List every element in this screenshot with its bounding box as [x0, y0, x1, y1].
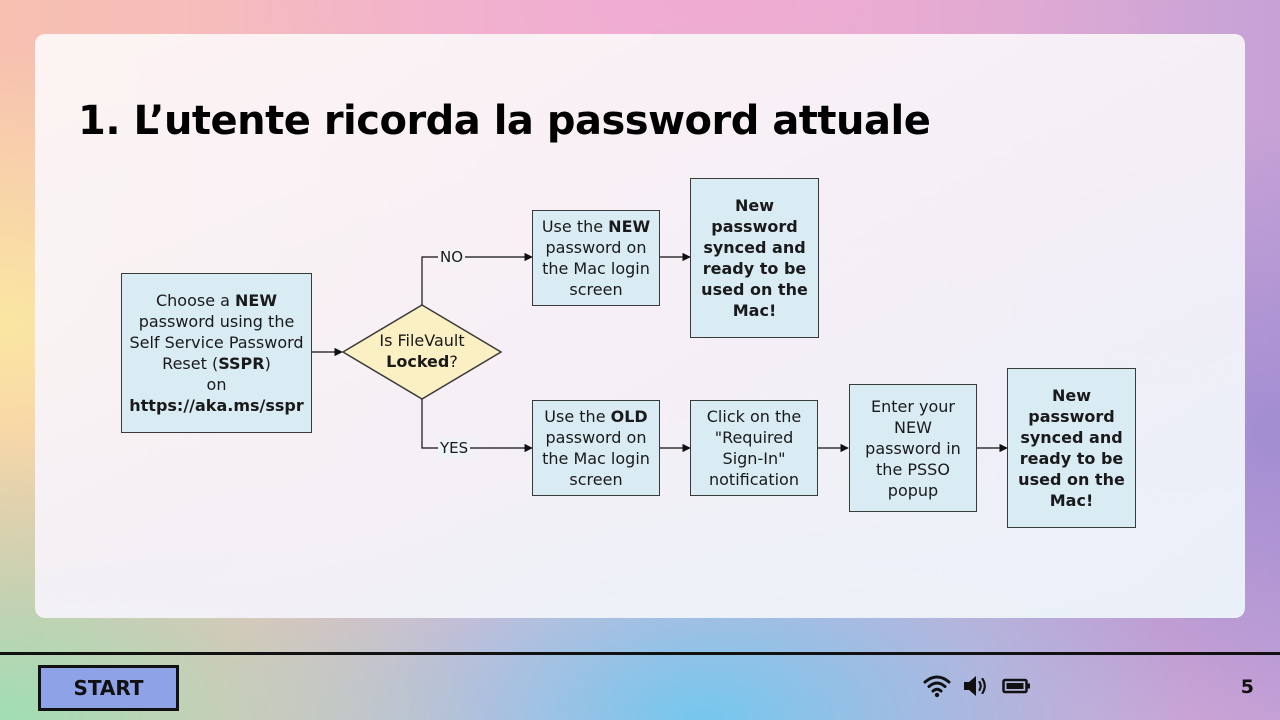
yes-result-line: synced and [1020, 428, 1123, 447]
yes-result-line: password [1028, 407, 1115, 426]
start-line4: Reset (SSPR) [129, 353, 304, 374]
click-line: notification [709, 470, 799, 489]
sspr-url: https://aka.ms/sspr [129, 396, 304, 415]
click-notification-box: Click on the "Required Sign-In" notifica… [690, 400, 818, 496]
no-branch-result-box: New password synced and ready to be used… [690, 178, 819, 338]
no-result-line: Mac! [732, 301, 777, 320]
use-old-password-box: Use the OLD password on the Mac login sc… [532, 400, 660, 496]
start-box: Choose a NEW password using the Self Ser… [121, 273, 312, 433]
click-line: Click on the [706, 407, 802, 426]
start-line1: Choose a NEW [129, 290, 304, 311]
use-new-pre: Use the [541, 217, 609, 236]
no-result-line: used on the [701, 280, 808, 299]
no-result-line: ready to be [702, 259, 807, 278]
yes-result-line: New [1051, 386, 1091, 405]
psso-line: NEW [894, 417, 932, 437]
start-line4-post: ) [264, 354, 271, 373]
start-line4-pre: Reset ( [162, 354, 219, 373]
use-new-line1: Use the NEW [542, 216, 650, 237]
decision-line1: Is FileVault [379, 331, 465, 350]
start-line1-bold: NEW [235, 291, 277, 310]
start-line6: https://aka.ms/sspr [129, 395, 304, 416]
yes-branch-result-box: New password synced and ready to be used… [1007, 368, 1136, 528]
use-old-pre: Use the [544, 407, 611, 426]
no-result-line: password [711, 217, 798, 236]
start-line1-pre: Choose a [155, 291, 236, 310]
psso-line: Enter your [870, 396, 955, 416]
connector-yes-branch [421, 399, 533, 453]
psso-line: the PSSO [876, 459, 950, 479]
use-new-bold: NEW [608, 217, 651, 236]
start-line5: on [206, 375, 227, 394]
psso-line: password in [865, 438, 961, 458]
decision-question-mark: ? [449, 352, 458, 371]
yes-result-line: Mac! [1049, 491, 1094, 510]
decision-text: Is FileVault Locked? [352, 330, 492, 372]
use-old-line1: Use the OLD [542, 406, 650, 427]
page-number: 5 [1240, 676, 1254, 698]
connector-no-branch [421, 252, 533, 305]
speaker-icon[interactable] [962, 674, 990, 698]
yes-result-line: used on the [1018, 470, 1125, 489]
wifi-icon[interactable] [923, 674, 951, 698]
use-old-line2: password on [545, 428, 647, 447]
battery-icon[interactable] [1002, 674, 1032, 698]
no-label: NO [438, 247, 466, 267]
decision-locked: Locked [386, 352, 450, 371]
enter-psso-box: Enter your NEW password in the PSSO popu… [849, 384, 977, 512]
click-line: "Required [714, 428, 794, 447]
no-result-line: synced and [703, 238, 806, 257]
start-line2: password using the [138, 312, 295, 331]
use-old-bold: OLD [610, 407, 648, 426]
start-button[interactable]: START [38, 665, 179, 711]
taskbar [0, 652, 1280, 720]
slide-title: 1. L’utente ricorda la password attuale [78, 98, 931, 144]
no-result-line: New [734, 196, 774, 215]
decision-line2: Locked? [352, 351, 492, 372]
use-old-line4: screen [569, 470, 623, 489]
click-line: Sign-In" [722, 449, 786, 468]
use-new-line3: the Mac login [542, 259, 650, 278]
psso-line: popup [887, 480, 939, 500]
yes-label: YES [438, 438, 471, 458]
start-line4-bold: SSPR [218, 354, 265, 373]
use-new-line2: password on [545, 238, 647, 257]
use-old-line3: the Mac login [542, 449, 650, 468]
yes-result-line: ready to be [1019, 449, 1124, 468]
use-new-password-box: Use the NEW password on the Mac login sc… [532, 210, 660, 306]
start-line3: Self Service Password [129, 333, 304, 352]
use-new-line4: screen [569, 280, 623, 299]
